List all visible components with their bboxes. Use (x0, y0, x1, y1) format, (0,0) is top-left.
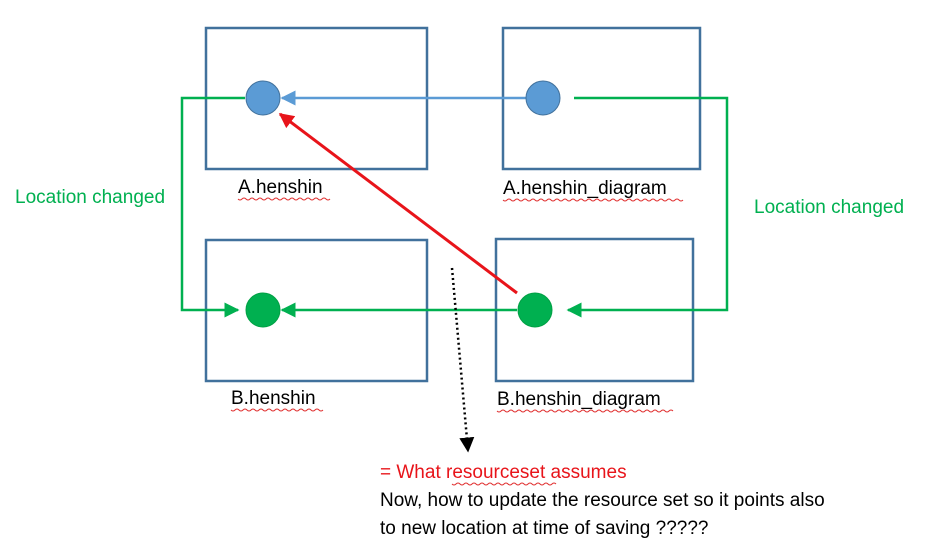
node-a-henshin (245, 80, 281, 116)
spellcheck-underline (502, 198, 684, 202)
spellcheck-underline (237, 197, 331, 201)
node-b-henshin (245, 292, 281, 328)
node-b-henshin-diagram (517, 292, 553, 328)
spellcheck-underline (496, 409, 674, 413)
label-a-henshin: A.henshin (238, 177, 323, 198)
label-b-henshin: B.henshin (231, 388, 316, 409)
left-location-change-connector (180, 96, 245, 318)
spellcheck-underline (451, 482, 557, 486)
note-question-line1: Now, how to update the resource set so i… (380, 490, 825, 511)
label-b-henshin-diagram: B.henshin_diagram (497, 389, 661, 410)
note-assumption: = What resourceset assumes (380, 462, 627, 483)
label-a-henshin-diagram: A.henshin_diagram (503, 178, 667, 199)
left-location-changed-label: Location changed (15, 187, 165, 208)
note-question-line2: to new location at time of saving ????? (380, 518, 708, 539)
red-assumed-reference-arrow (278, 112, 518, 295)
node-a-henshin-diagram (525, 80, 561, 116)
right-location-change-connector (566, 96, 729, 318)
dotted-pointer-arrow (450, 267, 475, 453)
right-location-changed-label: Location changed (754, 197, 904, 218)
spellcheck-underline (230, 408, 324, 412)
